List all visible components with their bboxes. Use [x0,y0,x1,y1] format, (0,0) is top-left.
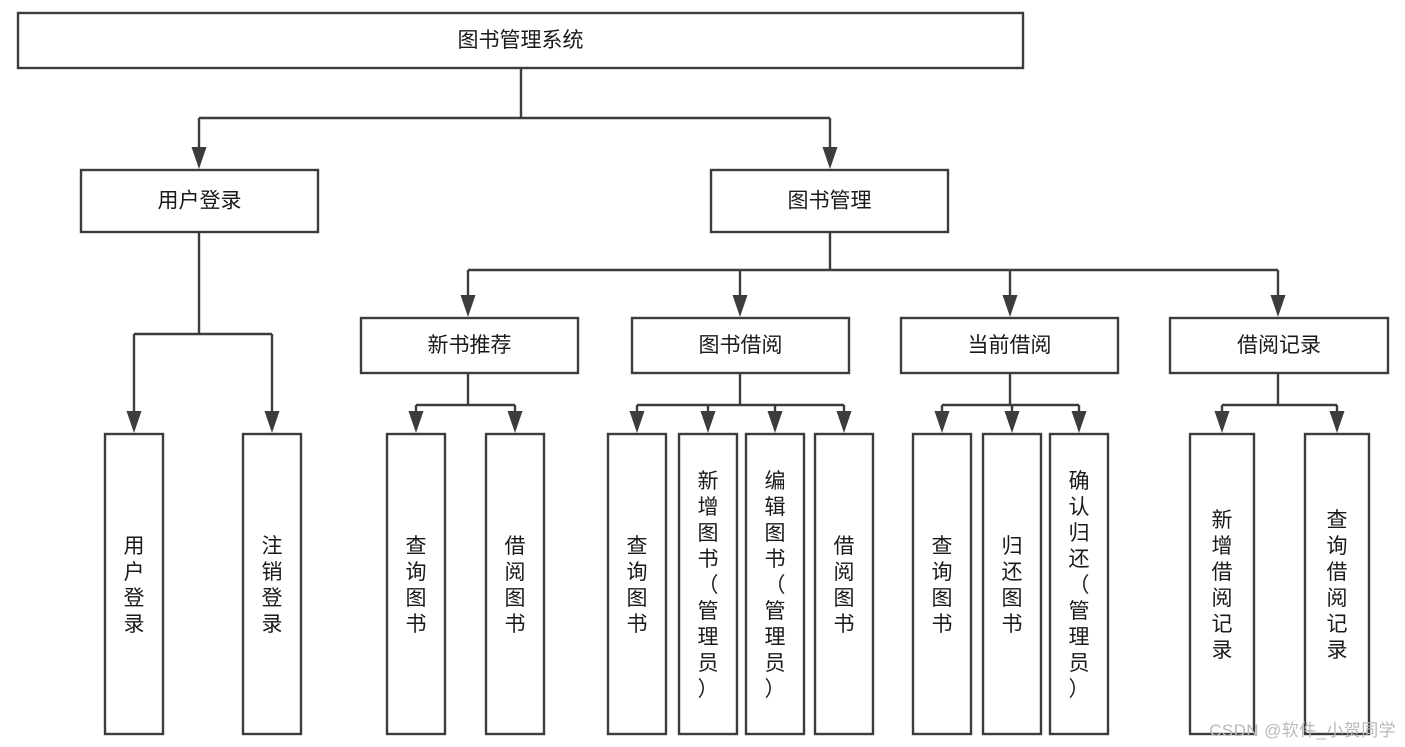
node-leaf-borrow-add[interactable]: 新增图书（管理员） [677,432,739,736]
connector-bookmgmt [460,232,1286,317]
node-box[interactable] [813,432,875,736]
node-box[interactable] [981,432,1043,736]
node-records[interactable]: 借阅记录 [1168,316,1390,375]
node-leaf-cur-confirm[interactable]: 确认归还（管理员） [1048,432,1110,736]
arrow-head-icon [1329,411,1345,433]
node-box[interactable] [899,316,1120,375]
node-label: 新书推荐 [428,334,512,357]
arrow-head-icon [822,147,838,169]
node-label: 图书管理 [788,190,872,213]
node-box[interactable] [16,11,1025,70]
node-box[interactable] [385,432,447,736]
node-label: 确认归还（管理员） [1069,470,1090,701]
node-label: 借阅图书 [834,535,855,636]
node-label: 查询借阅记录 [1327,509,1348,662]
node-login[interactable]: 用户登录 [79,168,320,234]
arrow-head-icon [460,295,476,317]
arrow-head-icon [629,411,645,433]
connector-root [191,68,838,169]
node-leaf-rec-add[interactable]: 新增借阅记录 [1188,432,1256,736]
arrow-head-icon [191,147,207,169]
node-leaf-borrow-query[interactable]: 查询图书 [606,432,668,736]
node-box[interactable] [606,432,668,736]
connector-current [934,373,1087,433]
node-label: 图书管理系统 [458,29,584,52]
node-label: 查询图书 [627,535,648,636]
arrow-head-icon [1214,411,1230,433]
arrow-head-icon [1004,411,1020,433]
arrow-head-icon [767,411,783,433]
node-bookmgmt[interactable]: 图书管理 [709,168,950,234]
node-box[interactable] [1188,432,1256,736]
node-label: 编辑图书（管理员） [765,470,786,701]
node-label: 新增借阅记录 [1212,509,1233,662]
node-box[interactable] [677,432,739,736]
node-borrow[interactable]: 图书借阅 [630,316,851,375]
connector-records [1214,373,1345,433]
node-leaf-rec-query[interactable]: 查询借阅记录 [1303,432,1371,736]
arrow-head-icon [1002,295,1018,317]
arrow-head-icon [507,411,523,433]
connector-login [126,232,280,433]
node-label: 归还图书 [1002,535,1023,636]
node-label: 新增图书（管理员） [698,470,719,701]
arrow-head-icon [126,411,142,433]
node-label: 注销登录 [262,535,283,636]
node-box[interactable] [911,432,973,736]
node-leaf-cur-return[interactable]: 归还图书 [981,432,1043,736]
connector-borrow [629,373,852,433]
arrow-head-icon [264,411,280,433]
node-box[interactable] [79,168,320,234]
connector-newbook [408,373,523,433]
node-label: 用户登录 [158,190,242,213]
node-box[interactable] [359,316,580,375]
arrow-head-icon [700,411,716,433]
arrow-head-icon [732,295,748,317]
node-label: 借阅记录 [1237,334,1321,357]
node-box[interactable] [709,168,950,234]
node-box[interactable] [484,432,546,736]
node-leaf-user-logout[interactable]: 注销登录 [241,432,303,736]
node-newbook[interactable]: 新书推荐 [359,316,580,375]
node-label: 当前借阅 [968,334,1052,357]
node-box[interactable] [1048,432,1110,736]
arrow-head-icon [934,411,950,433]
node-leaf-new-borrow[interactable]: 借阅图书 [484,432,546,736]
node-leaf-user-login[interactable]: 用户登录 [103,432,165,736]
node-label: 用户登录 [124,535,145,636]
node-leaf-new-query[interactable]: 查询图书 [385,432,447,736]
node-box[interactable] [103,432,165,736]
node-box[interactable] [744,432,806,736]
arrow-head-icon [1071,411,1087,433]
node-layer: 图书管理系统用户登录图书管理新书推荐图书借阅当前借阅借阅记录用户登录注销登录查询… [16,11,1390,736]
node-leaf-borrow-edit[interactable]: 编辑图书（管理员） [744,432,806,736]
node-box[interactable] [1168,316,1390,375]
node-root[interactable]: 图书管理系统 [16,11,1025,70]
node-box[interactable] [1303,432,1371,736]
arrow-head-icon [408,411,424,433]
node-leaf-borrow-lend[interactable]: 借阅图书 [813,432,875,736]
node-label: 图书借阅 [699,334,783,357]
node-box[interactable] [241,432,303,736]
connector-layer [126,68,1345,433]
node-current[interactable]: 当前借阅 [899,316,1120,375]
node-box[interactable] [630,316,851,375]
node-label: 借阅图书 [505,535,526,636]
arrow-head-icon [836,411,852,433]
node-label: 查询图书 [406,535,427,636]
node-label: 查询图书 [932,535,953,636]
arrow-head-icon [1270,295,1286,317]
node-leaf-cur-query[interactable]: 查询图书 [911,432,973,736]
